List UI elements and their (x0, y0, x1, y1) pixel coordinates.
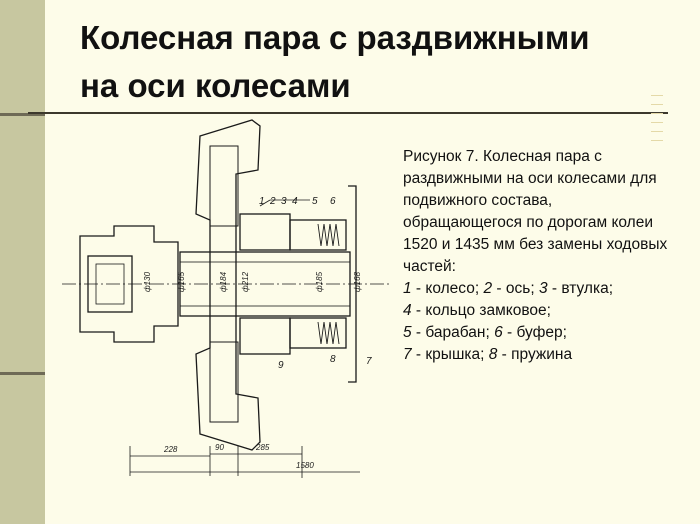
legend-label: - крышка; (411, 346, 489, 363)
legend-label: - ось; (492, 280, 539, 297)
legend-number: 8 (488, 346, 498, 363)
legend-label: - барабан; (411, 324, 495, 341)
part-number-2: 2 (269, 196, 276, 207)
part-number-1: 1 (259, 196, 265, 207)
part-number-5: 5 (312, 196, 318, 207)
decorative-stripes (651, 95, 663, 149)
dim-d212: ф212 (241, 271, 250, 292)
legend-number: 3 (538, 280, 548, 297)
part-number-7: 7 (366, 356, 372, 367)
side-bar-tick-lower (0, 372, 45, 375)
dim-d165: ф165 (177, 271, 186, 292)
dim-d185: ф185 (315, 271, 324, 292)
legend-number: 2 (483, 280, 493, 297)
legend-number: 7 (403, 346, 412, 363)
dim-90: 90 (215, 443, 224, 452)
legend-number: 1 (403, 280, 412, 297)
legend-label: - втулка; (547, 280, 614, 297)
part-number-6: 6 (330, 196, 336, 207)
part-number-4: 4 (292, 196, 298, 207)
dim-1580: 1580 (296, 461, 314, 470)
caption-text: Рисунок 7. Колесная пара с раздвижными н… (403, 148, 668, 275)
title-divider (28, 112, 668, 114)
slide-title: Колесная пара с раздвижными на оси колес… (80, 14, 680, 110)
legend-number: 6 (494, 324, 503, 341)
side-bar (0, 0, 45, 524)
legend-number: 5 (403, 324, 412, 341)
slide-title-line-1: Колесная пара с раздвижными (80, 19, 590, 56)
dim-d130: ф130 (143, 271, 152, 292)
dim-d184: ф184 (219, 271, 228, 292)
slide-title-line-2: на оси колесами (80, 67, 351, 104)
part-number-3: 3 (281, 196, 287, 207)
legend-label: - кольцо замковое; (411, 302, 551, 319)
legend-label: - буфер; (502, 324, 567, 341)
dim-285: 285 (255, 443, 270, 452)
legend-number: 4 (403, 302, 412, 319)
side-bar-tick-upper (0, 113, 45, 116)
dim-228: 228 (163, 445, 178, 454)
part-number-9: 9 (278, 360, 284, 371)
part-number-8: 8 (330, 354, 336, 365)
wheelset-drawing: 1 2 3 4 5 6 9 8 7 ф130 ф165 ф184 ф212 ф1… (62, 119, 390, 478)
figure-caption: Рисунок 7. Колесная пара с раздвижными н… (403, 146, 668, 366)
legend-label: - пружина (497, 346, 573, 363)
legend-label: - колесо; (411, 280, 484, 297)
part-legend: 1 - колесо; 2 - ось; 3 - втулка; 4 - кол… (403, 278, 668, 366)
dim-d168: ф168 (353, 271, 362, 292)
